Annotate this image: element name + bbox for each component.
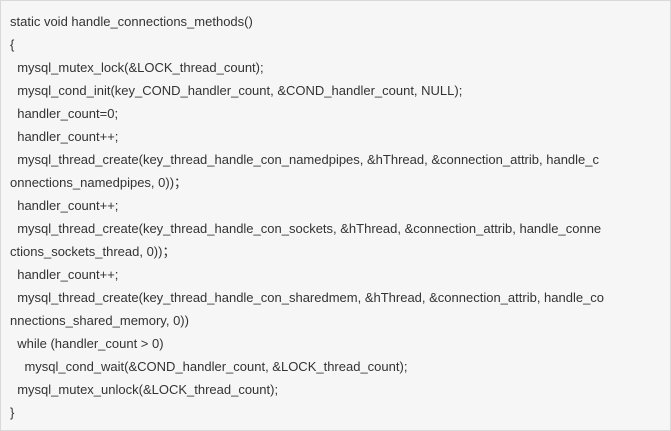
code-line-18: } (10, 405, 15, 420)
code-line-2: { (10, 37, 15, 52)
code-line-3: mysql_mutex_lock(&LOCK_thread_count); (10, 60, 264, 75)
code-line-5: handler_count=0; (10, 106, 119, 121)
code-line-12: handler_count++; (10, 267, 119, 282)
code-line-9: handler_count++; (10, 198, 119, 213)
code-line-13: mysql_thread_create(key_thread_handle_co… (10, 290, 605, 305)
code-line-7: mysql_thread_create(key_thread_handle_co… (10, 152, 599, 167)
code-line-15: while (handler_count > 0) (10, 336, 164, 351)
code-line-10: mysql_thread_create(key_thread_handle_co… (10, 221, 602, 236)
code-line-8: onnections_namedpipes, 0))； (10, 175, 188, 190)
code-lines: static void handle_connections_methods()… (10, 10, 662, 424)
code-line-17: mysql_mutex_unlock(&LOCK_thread_count); (10, 382, 279, 397)
code-line-11: ctions_sockets_thread, 0))； (10, 244, 176, 259)
code-line-14: nnections_shared_memory, 0)) (10, 313, 189, 328)
code-line-1: static void handle_connections_methods() (10, 14, 253, 29)
code-line-16: mysql_cond_wait(&COND_handler_count, &LO… (10, 359, 408, 374)
code-line-4: mysql_cond_init(key_COND_handler_count, … (10, 83, 463, 98)
code-line-6: handler_count++; (10, 129, 119, 144)
